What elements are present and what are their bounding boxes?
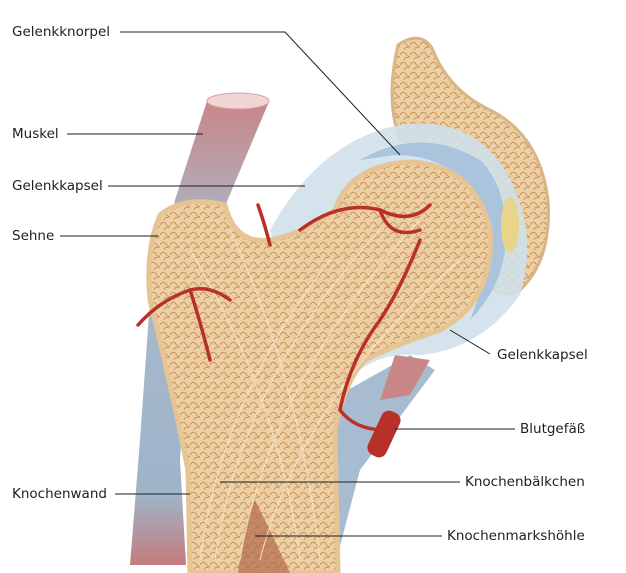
label-gelenkkapsel-left: Gelenkkapsel xyxy=(12,178,103,194)
label-sehne: Sehne xyxy=(12,228,55,244)
label-knochenmarkshoehle: Knochenmarkshöhle xyxy=(447,528,585,544)
leader-lines xyxy=(60,31,515,537)
label-blutgefaess: Blutgefäß xyxy=(520,421,586,437)
lower-muscle xyxy=(320,355,435,565)
label-gelenkkapsel-right: Gelenkkapsel xyxy=(497,347,588,363)
label-knochenbaelkchen: Knochenbälkchen xyxy=(465,474,585,490)
muscle-shape xyxy=(130,98,268,565)
label-gelenkknorpel: Gelenkknorpel xyxy=(12,24,111,40)
blood-vessels xyxy=(136,203,432,432)
muscle-cross-section xyxy=(206,92,270,110)
vessel-cut xyxy=(367,410,401,458)
femur-shape xyxy=(146,159,493,573)
label-muskel: Muskel xyxy=(12,126,59,142)
label-knochenwand: Knochenwand xyxy=(12,486,107,502)
